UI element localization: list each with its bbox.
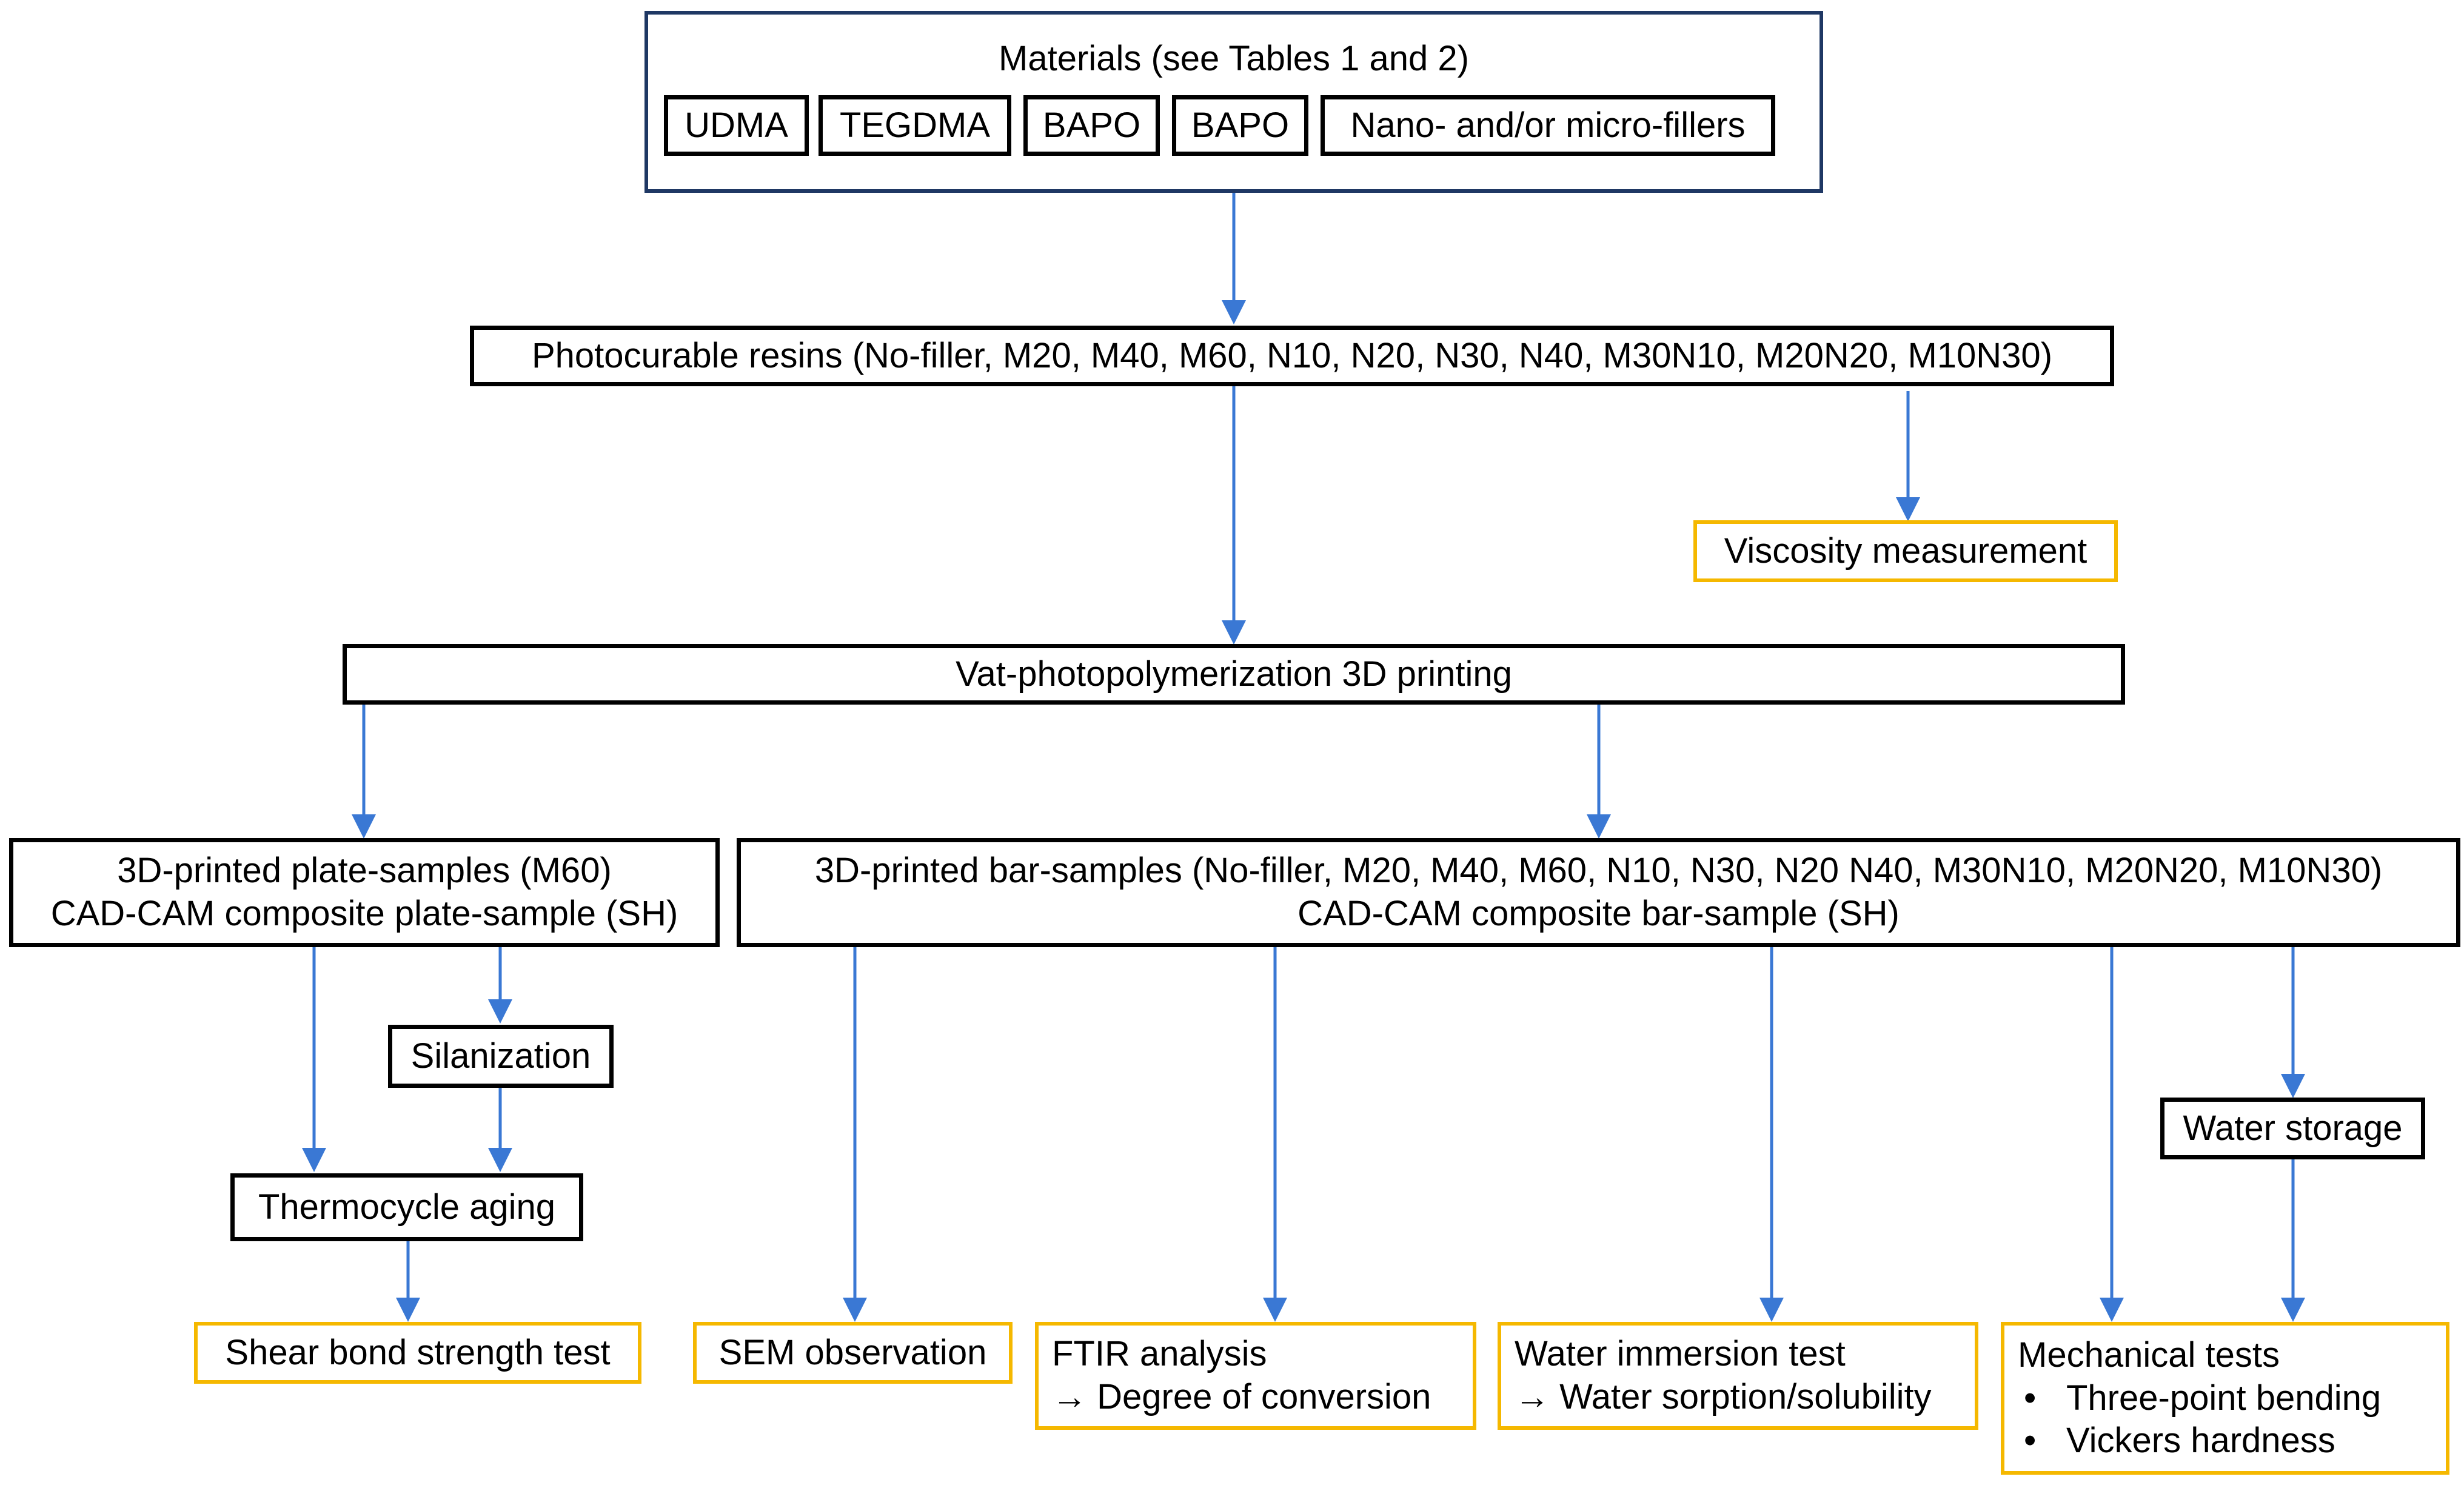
resins-label: Photocurable resins (No-filler, M20, M40… bbox=[531, 335, 2053, 375]
mechanical-test-item: • Vickers hardness bbox=[2018, 1420, 2335, 1463]
sem-box: SEM observation bbox=[693, 1322, 1013, 1384]
mechanical-test-item: • Three-point bending bbox=[2018, 1377, 2381, 1420]
ftir-box: FTIR analysis → Degree of conversion bbox=[1035, 1322, 1476, 1430]
sem-label: SEM observation bbox=[718, 1332, 987, 1372]
material-bapo-1: BAPO bbox=[1023, 95, 1160, 156]
plate-samples-line2: CAD-CAM composite plate-sample (SH) bbox=[50, 894, 678, 933]
material-label: BAPO bbox=[1191, 105, 1290, 145]
water-storage-box: Water storage bbox=[2160, 1098, 2425, 1159]
viscosity-label: Viscosity measurement bbox=[1724, 531, 2087, 571]
water-immersion-line2: → Water sorption/solubility bbox=[1515, 1377, 1932, 1416]
thermocycle-box: Thermocycle aging bbox=[230, 1173, 583, 1241]
viscosity-box: Viscosity measurement bbox=[1693, 520, 2118, 582]
silanization-label: Silanization bbox=[410, 1036, 591, 1076]
ftir-line1: FTIR analysis bbox=[1052, 1334, 1267, 1374]
material-bapo-2: BAPO bbox=[1172, 95, 1308, 156]
bar-samples-box: 3D-printed bar-samples (No-filler, M20, … bbox=[737, 838, 2460, 947]
silanization-box: Silanization bbox=[388, 1025, 614, 1088]
mechanical-test-label: Vickers hardness bbox=[2066, 1421, 2335, 1461]
bullet-icon: • bbox=[2024, 1378, 2037, 1418]
material-tegdma: TEGDMA bbox=[819, 95, 1011, 156]
material-udma: UDMA bbox=[664, 95, 809, 156]
thermocycle-label: Thermocycle aging bbox=[258, 1187, 555, 1227]
mechanical-tests-title: Mechanical tests bbox=[2018, 1335, 2280, 1375]
material-label: UDMA bbox=[685, 105, 788, 145]
mechanical-tests-box: Mechanical tests • Three-point bending • V… bbox=[2001, 1322, 2449, 1475]
printing-box: Vat-photopolymerization 3D printing bbox=[343, 644, 2125, 705]
material-label: Nano- and/or micro-fillers bbox=[1350, 105, 1746, 145]
water-immersion-line1: Water immersion test bbox=[1515, 1334, 1846, 1374]
bar-samples-line2: CAD-CAM composite bar-sample (SH) bbox=[1297, 894, 1900, 933]
material-label: TEGDMA bbox=[839, 105, 991, 145]
plate-samples-box: 3D-printed plate-samples (M60) CAD-CAM c… bbox=[9, 838, 720, 947]
material-fillers: Nano- and/or micro-fillers bbox=[1321, 95, 1775, 156]
water-immersion-box: Water immersion test → Water sorption/so… bbox=[1498, 1322, 1978, 1430]
material-label: BAPO bbox=[1042, 105, 1141, 145]
bullet-icon: • bbox=[2024, 1421, 2037, 1461]
plate-samples-line1: 3D-printed plate-samples (M60) bbox=[117, 851, 612, 891]
resins-box: Photocurable resins (No-filler, M20, M40… bbox=[470, 326, 2114, 386]
mechanical-test-label: Three-point bending bbox=[2066, 1378, 2382, 1418]
water-storage-label: Water storage bbox=[2183, 1108, 2403, 1148]
materials-title: Materials (see Tables 1 and 2) bbox=[999, 39, 1469, 78]
shear-bond-box: Shear bond strength test bbox=[194, 1322, 641, 1384]
ftir-line2: → Degree of conversion bbox=[1052, 1377, 1431, 1416]
shear-bond-label: Shear bond strength test bbox=[225, 1332, 611, 1372]
printing-label: Vat-photopolymerization 3D printing bbox=[956, 654, 1512, 694]
bar-samples-line1: 3D-printed bar-samples (No-filler, M20, … bbox=[814, 851, 2383, 891]
